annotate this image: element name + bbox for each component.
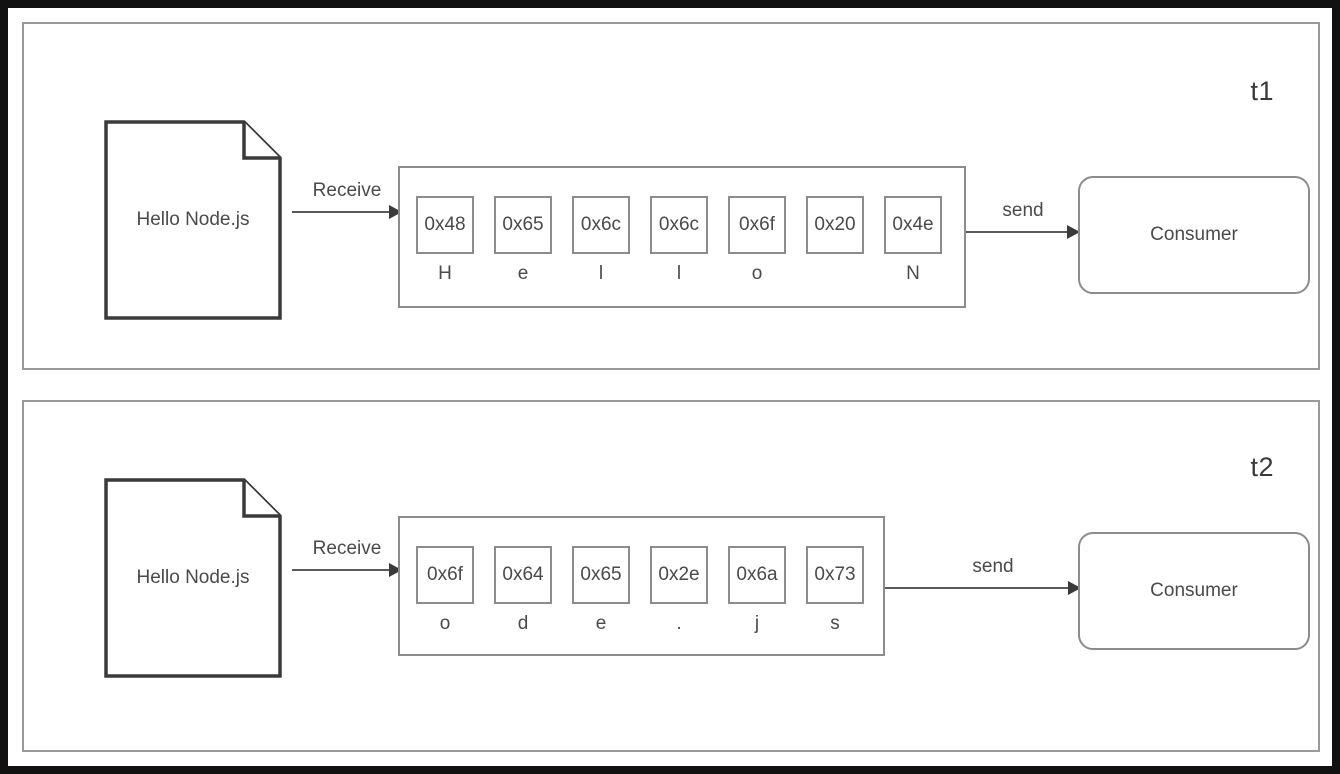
byte-cell: 0x65 e <box>494 196 552 285</box>
byte-char-label: o <box>751 263 763 284</box>
consumer-label-t2: Consumer <box>1150 580 1238 601</box>
timeline-panel-t2: t2 Hello Node.js Receive 0x6f o 0x64 d 0x65 e… <box>22 400 1320 752</box>
byte-hex-box: 0x6c <box>572 196 630 254</box>
buffer-container-t2: 0x6f o 0x64 d 0x65 e 0x2e. 0x6a j 0x73 s <box>398 516 885 656</box>
document-icon <box>104 478 282 678</box>
receive-arrow-label-t1: Receive <box>312 180 382 201</box>
send-arrow-t2: send <box>885 556 1081 598</box>
source-document-t1: Hello Node.js <box>104 120 282 320</box>
receive-arrow-t1: Receive <box>292 180 402 222</box>
byte-cell: 0x6c l <box>572 196 630 285</box>
send-arrow-t1: send <box>966 200 1080 242</box>
byte-hex-box: 0x6c <box>650 196 708 254</box>
byte-cell: 0x20 <box>806 196 864 285</box>
byte-hex-box: 0x64 <box>494 546 552 604</box>
byte-hex-box: 0x6a <box>728 546 786 604</box>
byte-cell: 0x2e. <box>650 546 708 635</box>
byte-char-label: o <box>439 613 451 634</box>
arrow-head <box>1068 581 1081 595</box>
byte-hex-box: 0x2e <box>650 546 708 604</box>
arrow-line <box>292 211 389 213</box>
byte-cell: 0x6f o <box>416 546 474 635</box>
byte-hex-box: 0x73 <box>806 546 864 604</box>
byte-char-label: e <box>517 263 529 284</box>
panel-label-t1: t1 <box>1250 76 1274 106</box>
arrow-head <box>1067 225 1080 239</box>
consumer-box-t2: Consumer <box>1078 532 1310 650</box>
byte-char-label: d <box>517 613 529 634</box>
byte-cell: 0x6a j <box>728 546 786 635</box>
byte-hex-box: 0x48 <box>416 196 474 254</box>
document-icon <box>104 120 282 320</box>
byte-char-label: l <box>598 263 604 284</box>
byte-hex-box: 0x6f <box>728 196 786 254</box>
byte-char-label: j <box>754 613 760 634</box>
byte-char-label: N <box>906 263 920 284</box>
byte-char-label: l <box>676 263 682 284</box>
send-arrow-label-t2: send <box>972 556 1014 577</box>
receive-arrow-t2: Receive <box>292 538 402 580</box>
byte-char-label: e <box>595 613 607 634</box>
byte-cell: 0x6f o <box>728 196 786 285</box>
byte-char-label: . <box>676 613 682 634</box>
byte-list-t2: 0x6f o 0x64 d 0x65 e 0x2e. 0x6a j 0x73 s <box>416 546 864 635</box>
byte-hex-box: 0x4e <box>884 196 942 254</box>
byte-hex-box: 0x6f <box>416 546 474 604</box>
arrow-line <box>292 569 389 571</box>
byte-hex-box: 0x65 <box>494 196 552 254</box>
byte-cell: 0x65 e <box>572 546 630 635</box>
send-arrow-label-t1: send <box>1002 200 1044 221</box>
consumer-label-t1: Consumer <box>1150 224 1238 245</box>
byte-char-label: s <box>830 613 840 634</box>
byte-cell: 0x64 d <box>494 546 552 635</box>
panel-label-t2: t2 <box>1250 452 1274 482</box>
byte-char-label: H <box>438 263 452 284</box>
receive-arrow-label-t2: Receive <box>312 538 382 559</box>
source-document-t2: Hello Node.js <box>104 478 282 678</box>
byte-hex-box: 0x65 <box>572 546 630 604</box>
byte-cell: 0x6c l <box>650 196 708 285</box>
byte-hex-box: 0x20 <box>806 196 864 254</box>
arrow-line <box>966 231 1067 233</box>
arrow-line <box>885 587 1068 589</box>
byte-cell: 0x73 s <box>806 546 864 635</box>
consumer-box-t1: Consumer <box>1078 176 1310 294</box>
